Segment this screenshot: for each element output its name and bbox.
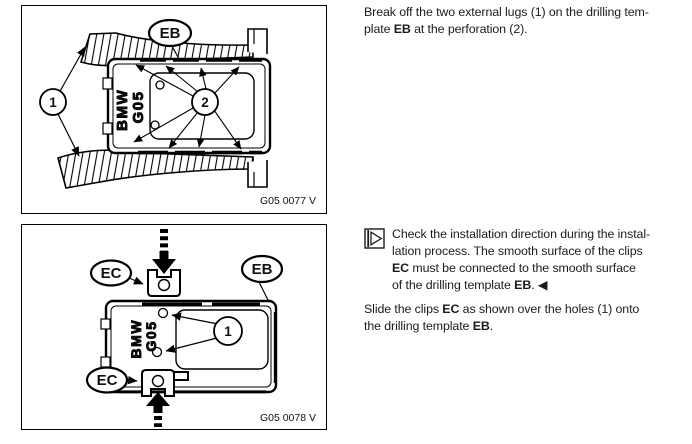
- callout-ec-bottom-label: EC: [97, 372, 118, 389]
- insert-arrow-up-icon: [146, 392, 170, 427]
- callout-1-label: 1: [49, 95, 57, 110]
- template-notch-bottom: [100, 356, 111, 368]
- callout-eb-label: EB: [252, 261, 273, 278]
- template-notch-top: [102, 77, 113, 90]
- callout-ec-top-bubble: [89, 259, 133, 287]
- figure-caption: G05 0078 V: [260, 412, 316, 424]
- figure-drilling-template-lugs: BMW G05 EB 1 2 G05 0077 V: [21, 5, 327, 214]
- text-line: Check the installation direction during …: [392, 227, 651, 241]
- callout-ec-top-arrow: [128, 276, 144, 285]
- instruction-step-slide-clips: Slide the clips EC as shown over the hol…: [364, 301, 690, 335]
- drilling-template-illustration-2: BMW G05 EB EC: [85, 229, 316, 427]
- text-line: EC must be connected to the smooth surfa…: [392, 261, 636, 275]
- callout-ec-top-label: EC: [101, 265, 122, 282]
- callout-1-arrow-bottom: [56, 111, 80, 157]
- callout-eb-bubble: [147, 18, 193, 48]
- text-line: lation process. The smooth surface of th…: [392, 244, 643, 258]
- callout-2-bubble: [191, 88, 219, 116]
- callout-eb-label: EB: [160, 25, 181, 42]
- template-hole-top: [155, 80, 165, 90]
- callout-1-bubble: [39, 88, 67, 116]
- template-plate-inner-wall: [112, 63, 266, 149]
- template-hole-top: [157, 307, 169, 319]
- template-embossed-label: BMW G05: [128, 314, 159, 359]
- text-line: plate EB at the perforation (2).: [364, 22, 528, 36]
- callout-eb-leader: [171, 45, 180, 60]
- callout-1-arrow-top: [171, 312, 219, 325]
- installation-direction-note-icon: [364, 228, 385, 249]
- template-window: [175, 309, 269, 370]
- text-line: the drilling template EB.: [364, 319, 494, 333]
- text-line: Break off the two external lugs (1) on t…: [364, 5, 649, 19]
- clip-ec-top: [147, 269, 181, 297]
- instruction-step-break-off-lugs: Break off the two external lugs (1) on t…: [364, 4, 690, 38]
- callout-1-label: 1: [224, 324, 232, 339]
- template-plate-inner-wall: [110, 305, 272, 388]
- callout-2-label: 2: [201, 95, 209, 110]
- installation-note: Check the installation direction during …: [364, 226, 690, 294]
- callout-eb-bubble: [240, 254, 284, 284]
- installation-note-text: Check the installation direction during …: [392, 226, 690, 294]
- figure-clips-on-template: BMW G05 EB EC: [21, 224, 327, 430]
- template-hole-bottom: [151, 346, 163, 358]
- template-notch-top: [100, 318, 111, 330]
- drilling-template-illustration-1: BMW G05 EB 1 2 G05 0077 V: [39, 18, 316, 207]
- external-lug-bottom: [57, 149, 254, 189]
- text-line: of the drilling template EB. ◀: [392, 278, 548, 292]
- callout-1-arrow-top: [58, 46, 86, 94]
- callout-eb-leader: [258, 281, 270, 303]
- template-hole-bottom: [150, 120, 160, 130]
- callout-1-arrow-bottom: [165, 337, 218, 353]
- callout-2-arrows: [133, 64, 242, 150]
- template-notch-bottom: [102, 122, 113, 135]
- clip-ec-bottom: [141, 369, 175, 397]
- template-embossed-label: BMW G05: [114, 83, 147, 131]
- insert-arrow-down-icon: [152, 229, 176, 274]
- figure-caption: G05 0077 V: [260, 195, 316, 207]
- lug-hook-bottom: [247, 160, 268, 188]
- lug-hook-top: [247, 28, 268, 54]
- callout-ec-bottom-bubble: [85, 366, 129, 394]
- text-line: Slide the clips EC as shown over the hol…: [364, 302, 640, 316]
- callout-1-bubble: [213, 316, 243, 346]
